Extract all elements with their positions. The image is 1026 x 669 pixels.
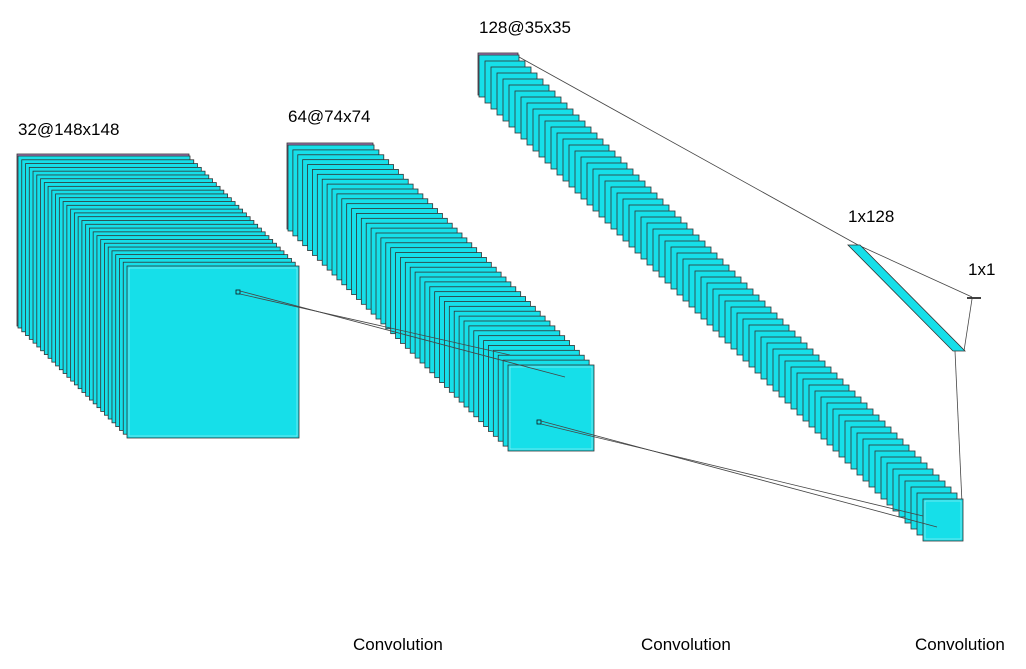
- feature-map-highlight: [924, 500, 962, 540]
- feature-map-highlight: [128, 267, 298, 437]
- layer-stack-conv3: [477, 52, 964, 542]
- feature-map: [922, 498, 964, 542]
- layer-label-dense: 1x128: [848, 207, 895, 226]
- kernel-marker: [536, 419, 542, 425]
- operation-label-2: Convolution: [641, 635, 731, 654]
- feature-map-highlight: [509, 366, 593, 450]
- connector-lines-back: [518, 56, 973, 504]
- layer-stack-conv2: [286, 142, 595, 452]
- receptive-field-line: [540, 423, 924, 517]
- kernel-marker: [235, 289, 241, 295]
- layer-label-output: 1x1: [968, 260, 996, 279]
- layer-label-conv2: 64@74x74: [288, 107, 371, 126]
- connector-line: [857, 244, 973, 298]
- layer-label-conv1: 32@148x148: [18, 120, 120, 139]
- dense-vector: [847, 244, 966, 352]
- layer-label-conv3: 128@35x35: [479, 18, 571, 37]
- receptive-field-line: [239, 293, 511, 356]
- feature-map: [507, 364, 595, 452]
- connector-line: [954, 350, 963, 504]
- connector-lines-front: [235, 289, 938, 528]
- operation-label-3: Convolution: [915, 635, 1005, 654]
- receptive-field-line: [540, 420, 938, 528]
- operation-label-1: Convolution: [353, 635, 443, 654]
- feature-map: [126, 265, 300, 439]
- connector-line: [963, 298, 973, 352]
- layer-stack-conv1: [16, 153, 300, 439]
- layer-stacks: [16, 52, 981, 542]
- connector-line: [518, 56, 859, 246]
- receptive-field-line: [239, 290, 566, 378]
- dense-vector-bar: [847, 244, 966, 352]
